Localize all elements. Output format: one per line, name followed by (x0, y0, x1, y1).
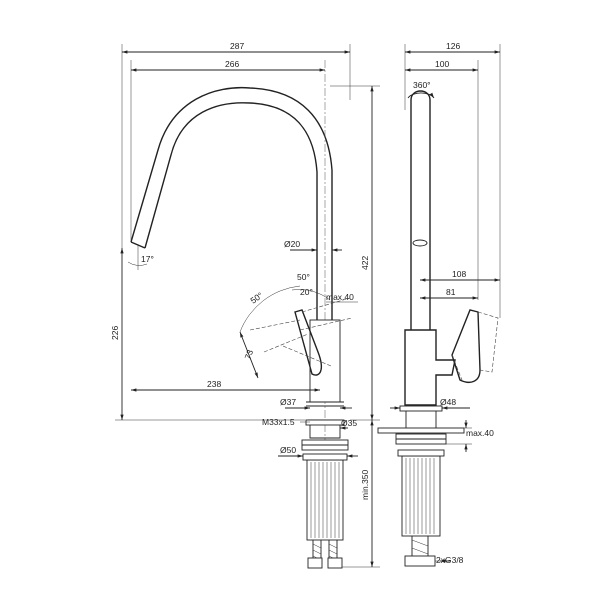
dim-226: 226 (110, 326, 120, 340)
dim-side-base-dia: Ø48 (440, 397, 456, 407)
dim-spout-dia: Ø20 (284, 239, 300, 249)
dim-266: 266 (225, 59, 239, 69)
dim-287: 287 (230, 41, 244, 51)
dim-thread: M33x1.5 (262, 417, 295, 427)
front-view: 287 266 422 226 17° Ø20 50° 50° 20° max.… (110, 41, 380, 569)
dim-body-dia: Ø37 (280, 397, 296, 407)
dim-base-dia: Ø50 (280, 445, 296, 455)
dim-lever-side: 50° (248, 290, 264, 306)
dim-lever-offset: 20° (300, 287, 313, 297)
dim-lever-max: max.40 (326, 292, 354, 302)
dim-lever-up: 50° (297, 272, 310, 282)
spout-outer (130, 86, 333, 320)
dim-422: 422 (360, 256, 370, 270)
side-spout (410, 90, 431, 330)
dim-hole-dia: Ø35 (341, 418, 357, 428)
dim-100: 100 (435, 59, 449, 69)
mounting-stud (306, 459, 344, 541)
side-body (404, 329, 456, 406)
dim-side-deck-max: max.40 (466, 428, 494, 438)
dim-lever-radius: 73 (242, 348, 255, 361)
side-lever (451, 309, 481, 383)
spout-inner (144, 102, 318, 320)
dim-rotation: 360° (413, 80, 431, 90)
dim-connections: 2xG3/8 (436, 555, 464, 565)
dim-81: 81 (446, 287, 456, 297)
side-view: 126 100 360° 108 81 Ø48 max.40 2xG3/8 (377, 41, 501, 567)
dim-126: 126 (446, 41, 460, 51)
lever-handle (294, 309, 322, 376)
dim-hose-length: min.350 (360, 469, 370, 500)
tap-body (309, 319, 341, 403)
dim-108: 108 (452, 269, 466, 279)
dim-238: 238 (207, 379, 221, 389)
dim-tilt: 17° (141, 254, 154, 264)
